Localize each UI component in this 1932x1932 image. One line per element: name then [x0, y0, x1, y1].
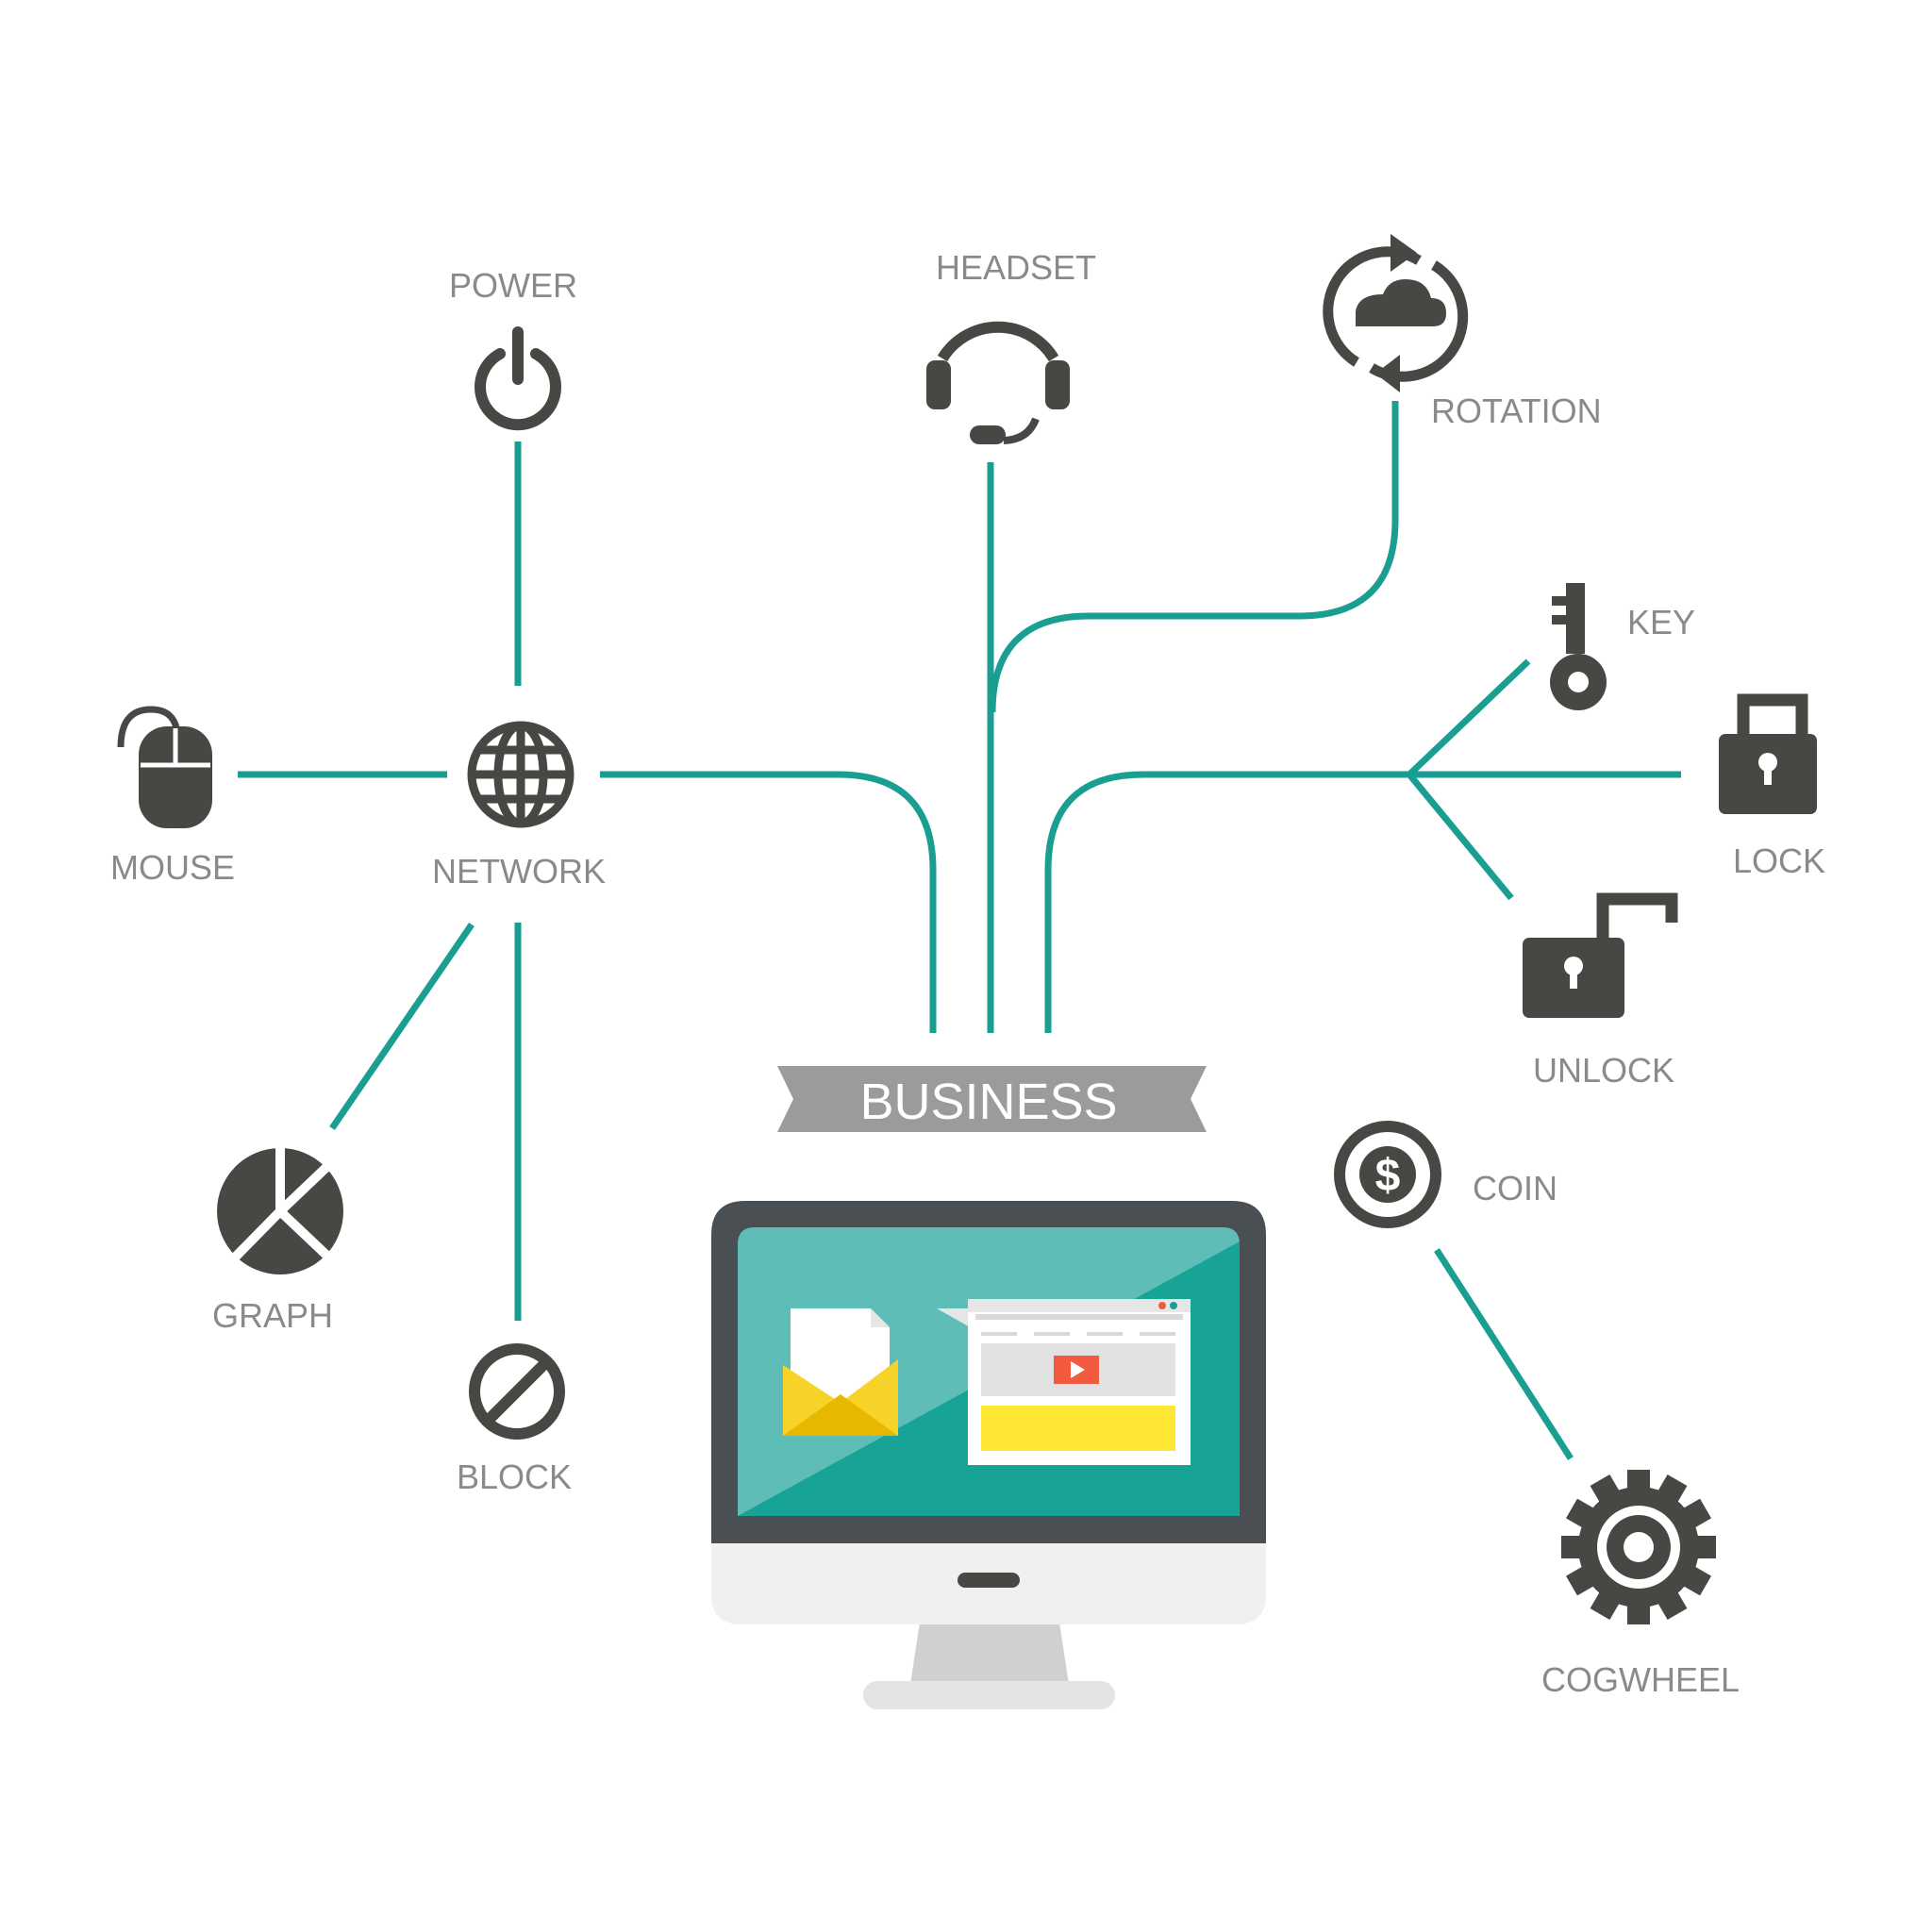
label-unlock: UNLOCK [1533, 1051, 1674, 1090]
label-key: KEY [1627, 603, 1695, 641]
label-rotation: ROTATION [1431, 391, 1602, 430]
label-block: BLOCK [457, 1457, 572, 1496]
label-network: NETWORK [432, 852, 606, 891]
label-lock: LOCK [1733, 841, 1825, 880]
mouse-icon [117, 706, 212, 828]
cloud-sync-icon [1323, 234, 1469, 392]
headset-icon [926, 321, 1070, 444]
monitor-power-button [958, 1573, 1020, 1588]
label-mouse: MOUSE [110, 848, 235, 887]
label-power: POWER [449, 266, 577, 305]
label-coin: COIN [1473, 1169, 1557, 1208]
dollar-coin-icon: $ [1334, 1121, 1441, 1228]
connector-rotation-computer [989, 401, 1399, 713]
globe-icon [467, 721, 575, 828]
connector-network-computer [600, 771, 937, 1033]
block-icon [469, 1343, 565, 1440]
label-graph: GRAPH [212, 1296, 333, 1335]
banner-label: BUSINESS [859, 1074, 1117, 1130]
node-labels: POWER HEADSET ROTATION KEY LOCK UNLOCK M… [110, 248, 1825, 1699]
connector-network-graph [329, 923, 475, 1130]
label-cogwheel: COGWHEEL [1541, 1660, 1740, 1699]
lock-icon [1719, 693, 1817, 814]
cogwheel-icon [1561, 1470, 1716, 1624]
label-headset: HEADSET [936, 248, 1096, 287]
business-banner: BUSINESS [777, 1066, 1207, 1132]
connectors [238, 401, 1681, 1460]
connector-key-branch [1407, 658, 1531, 777]
connector-coin-cogwheel [1434, 1248, 1574, 1460]
envelope-icon [783, 1308, 898, 1436]
unlock-icon [1523, 892, 1678, 1018]
connector-lock-computer [1044, 771, 1681, 1033]
pie-chart-icon [217, 1143, 343, 1274]
key-icon [1550, 583, 1607, 710]
monitor-stand [910, 1623, 1069, 1684]
play-icon [1054, 1356, 1099, 1384]
desktop-monitor-icon [711, 1201, 1266, 1709]
monitor-base [863, 1681, 1115, 1709]
power-icon [475, 326, 561, 431]
connector-unlock-branch [1407, 772, 1514, 901]
svg-text:$: $ [1375, 1151, 1401, 1201]
